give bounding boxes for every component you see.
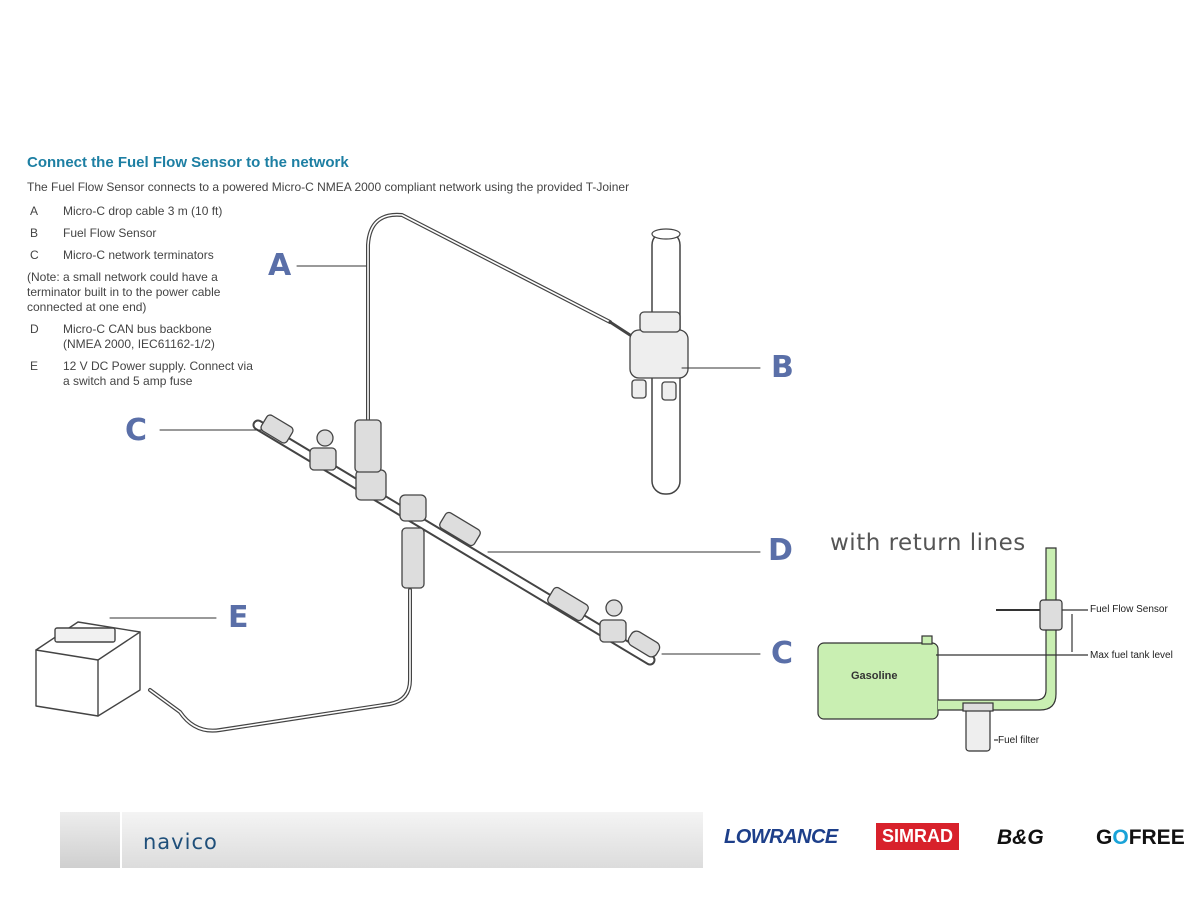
legend-item-a: A Micro-C drop cable 3 m (10 ft) xyxy=(30,204,330,219)
gofree-o: O xyxy=(1112,826,1129,849)
legend-key: A xyxy=(30,204,39,218)
legend-item-d: D Micro-C CAN bus backbone (NMEA 2000, I… xyxy=(30,322,330,352)
return-line xyxy=(938,547,1057,711)
t-joiners xyxy=(260,414,661,658)
footer-bar xyxy=(60,812,703,868)
callout-c-left: C xyxy=(125,413,148,448)
legend-key: E xyxy=(30,359,39,373)
legend-item-c: C Micro-C network terminators xyxy=(30,248,330,263)
legend-note: (Note: a small network could have a term… xyxy=(27,270,221,314)
legend: A Micro-C drop cable 3 m (10 ft) B Fuel … xyxy=(27,204,330,396)
footer-tab xyxy=(60,812,122,868)
fuel-filter-body xyxy=(965,704,991,752)
legend-text: Fuel Flow Sensor xyxy=(63,226,157,240)
legend-key: C xyxy=(30,248,39,262)
callout-d: D xyxy=(768,533,793,568)
callout-e: E xyxy=(228,600,249,635)
legend-text: Micro-C network terminators xyxy=(63,248,214,262)
callout-lines xyxy=(109,265,761,655)
inset-label-sensor: Fuel Flow Sensor xyxy=(1090,604,1168,615)
gofree-g: G xyxy=(1096,826,1113,849)
fuel-flow-sensor xyxy=(608,311,689,401)
navico-logo: navico xyxy=(143,830,218,854)
legend-key: B xyxy=(30,226,39,240)
power-cable-e xyxy=(148,588,412,733)
drop-cable-a xyxy=(366,212,612,427)
legend-text: Micro-C CAN bus backbone (NMEA 2000, IEC… xyxy=(63,322,215,351)
lowrance-logo: LOWRANCE xyxy=(724,826,838,848)
inset-label-max-level: Max fuel tank level xyxy=(1090,650,1173,661)
page-title: Connect the Fuel Flow Sensor to the netw… xyxy=(27,154,349,171)
legend-item-b: B Fuel Flow Sensor xyxy=(30,226,330,241)
inset-label-filter: Fuel filter xyxy=(998,735,1040,746)
legend-text: 12 V DC Power supply. Connect via a swit… xyxy=(63,359,253,388)
gasoline-tank xyxy=(817,642,939,720)
simrad-logo: SIMRAD xyxy=(876,823,959,850)
legend-text: Micro-C drop cable 3 m (10 ft) xyxy=(63,204,223,218)
inset-label-gasoline: Gasoline xyxy=(851,670,898,682)
fuel-system-inset xyxy=(817,547,1088,752)
callout-a: A xyxy=(268,248,292,283)
legend-item-e: E 12 V DC Power supply. Connect via a sw… xyxy=(30,359,330,389)
bg-logo: B&G xyxy=(997,826,1044,849)
gofree-rest: FREE xyxy=(1128,826,1185,849)
gofree-logo: GOFREE xyxy=(1096,826,1185,850)
callout-b: B xyxy=(771,350,794,385)
battery xyxy=(35,621,141,717)
page-subtitle: The Fuel Flow Sensor connects to a power… xyxy=(27,180,630,194)
callout-c-right: C xyxy=(771,636,794,671)
inset-heading: with return lines xyxy=(830,530,1026,556)
legend-key: D xyxy=(30,322,39,336)
